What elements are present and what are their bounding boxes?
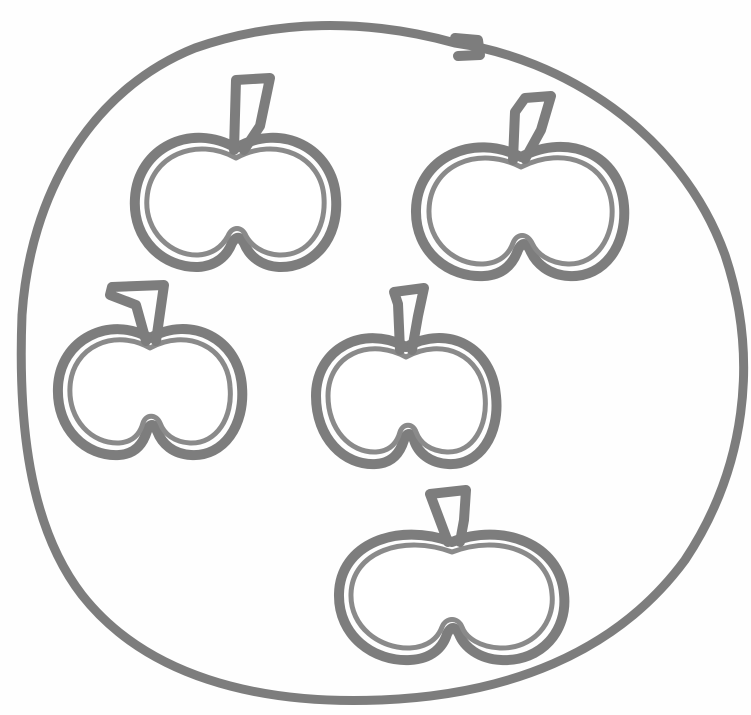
apple-icon-1 — [135, 78, 336, 267]
apple-icon-3 — [58, 285, 242, 455]
apple-icon-5 — [339, 490, 564, 660]
apple-icon-2 — [416, 96, 624, 276]
apple-icon-4 — [316, 288, 497, 464]
